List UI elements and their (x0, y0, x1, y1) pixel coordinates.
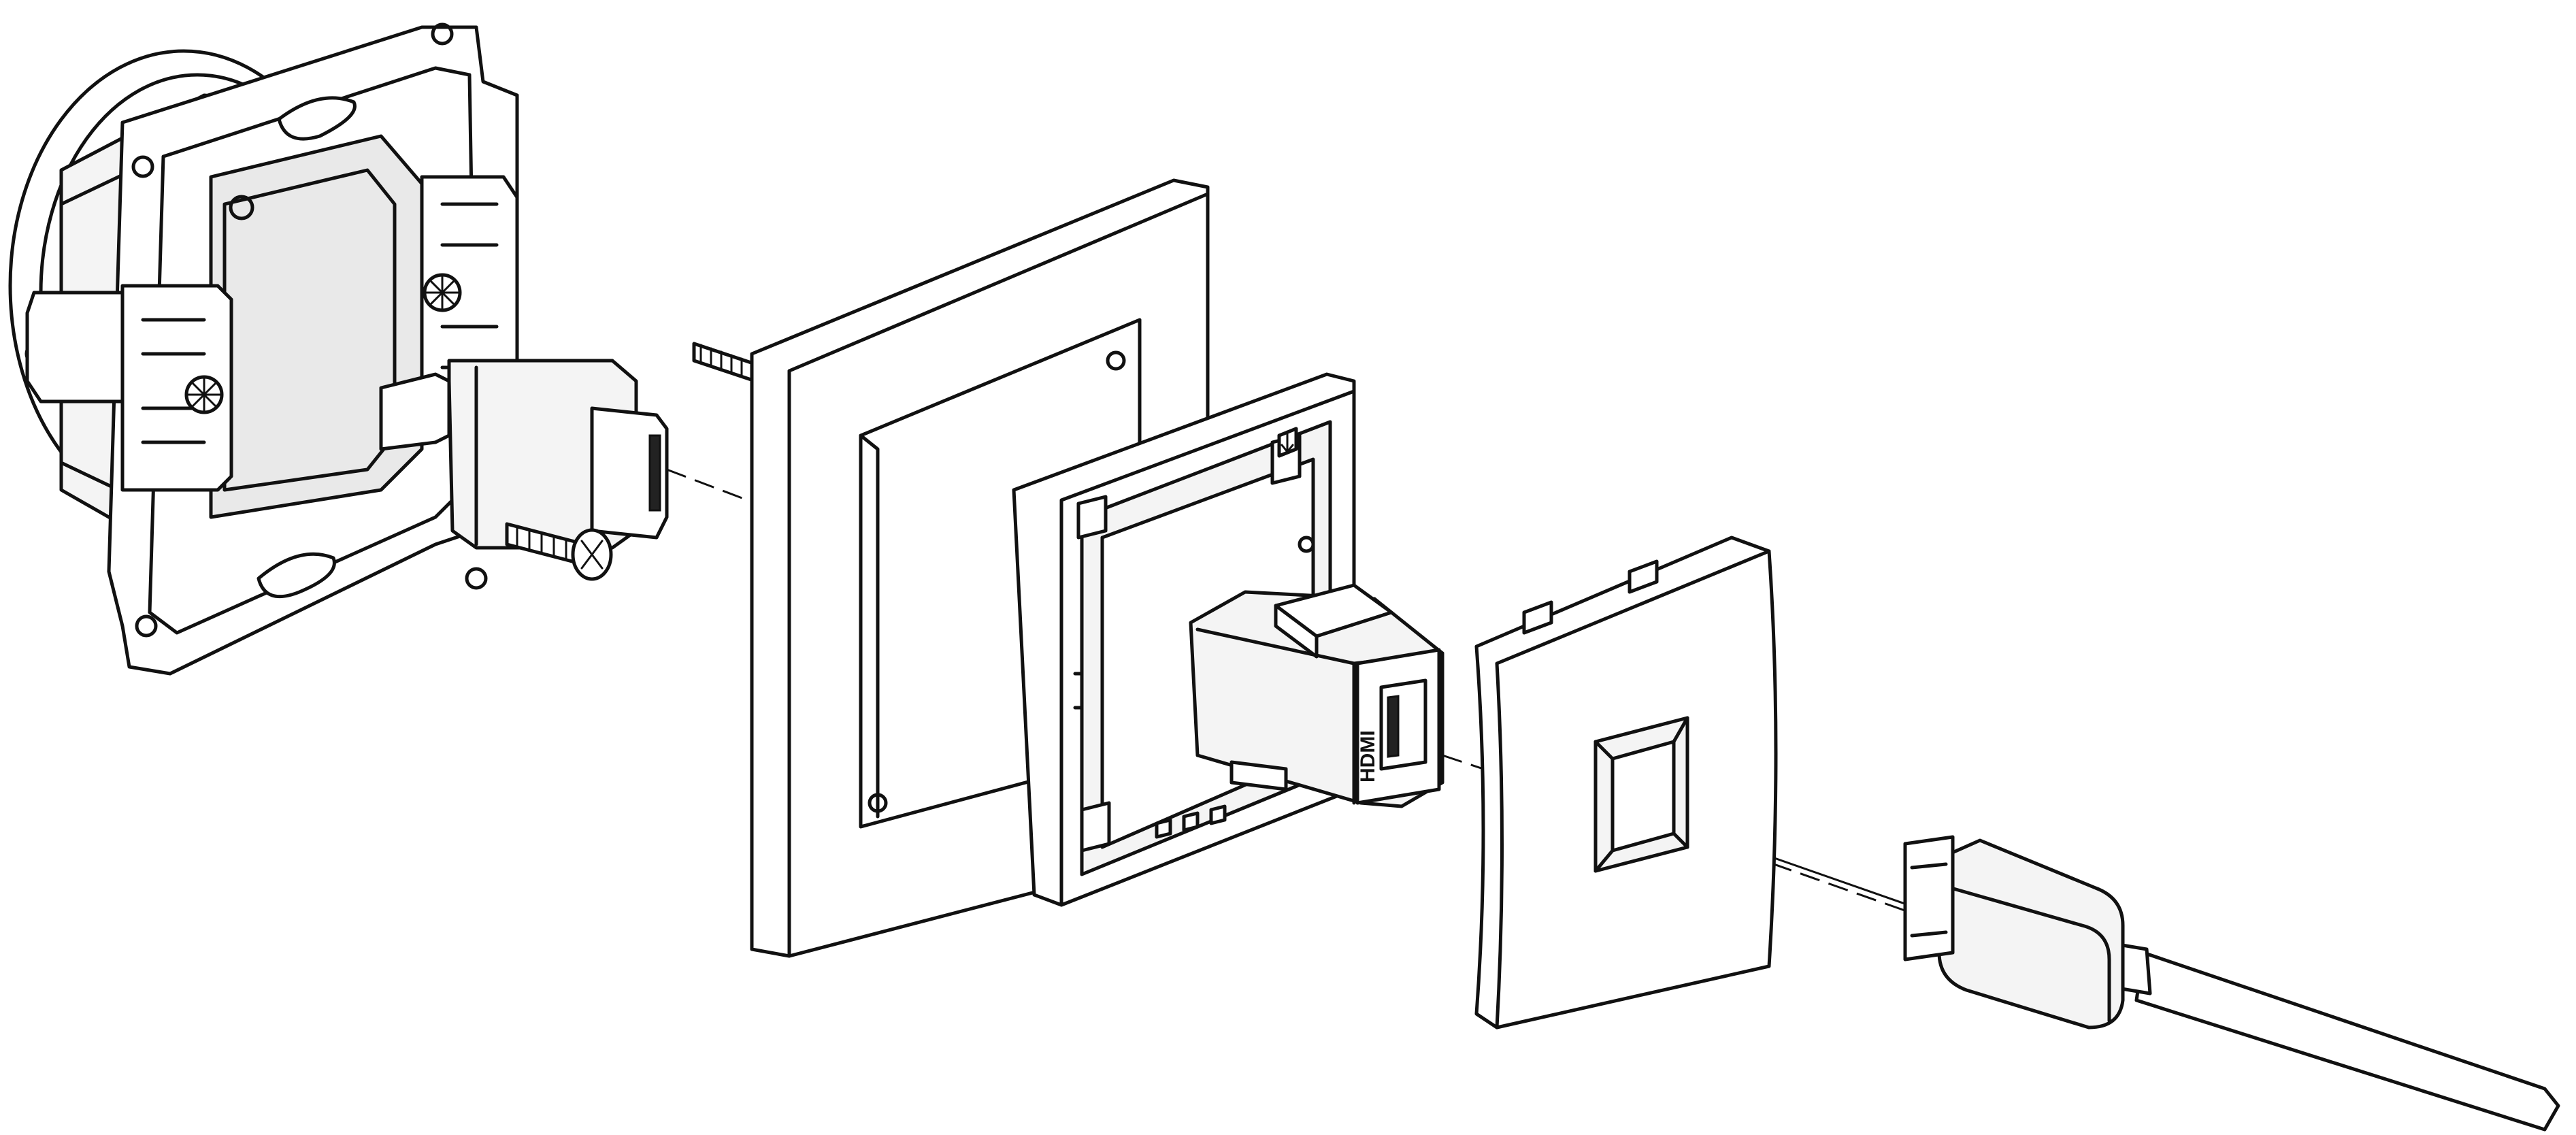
intermediate-frame-tabs (1155, 804, 1227, 839)
plug-cable (1903, 835, 2560, 1132)
intermediate-clip-top-left (1076, 495, 1108, 540)
coupler-module: HDMI (1189, 583, 1444, 808)
axis-line-solid (1771, 856, 1910, 906)
plug-head-grooves (1910, 862, 1948, 938)
plug-body-edge (1937, 883, 2111, 1023)
coupler-latch-front (1274, 604, 1319, 659)
plate-slot-top (277, 96, 357, 141)
screw-short-icon (505, 522, 613, 581)
plate-hole-3 (465, 567, 488, 590)
claw-housing-left (120, 284, 233, 492)
coupler-latch-bottom (1229, 760, 1288, 791)
terminal-screw-left-icon (184, 375, 224, 414)
cover-frame-opening-edge (859, 433, 880, 819)
side-claw-left (25, 291, 138, 404)
intermediate-frame-notches (1073, 672, 1084, 710)
plate-hole-1 (131, 155, 154, 178)
cover-plate-opening-inner (1611, 740, 1676, 853)
cover-plate-hooks (1522, 559, 1659, 635)
socket-collar (379, 372, 451, 451)
cover-frame-stud-top (1106, 350, 1126, 371)
cable (2134, 951, 2560, 1132)
intermediate-clip-bottom-left (1080, 801, 1111, 853)
axis-line-upper-left (666, 468, 766, 508)
intermediate-frame-pin (1298, 536, 1315, 553)
cover-frame-stud-left (868, 793, 888, 813)
socket-connector-body (447, 359, 638, 550)
terminal-screw-right-icon (423, 273, 462, 312)
coupler-port-slot (1387, 695, 1400, 758)
screw-long-icon (692, 342, 757, 383)
plug-body (1917, 838, 2125, 1030)
coupler-marking: HDMI (1357, 730, 1379, 783)
axis-line-upper-far (1442, 754, 1484, 770)
claw-ribs-left (141, 318, 206, 444)
cover-plate-bevel (1495, 549, 1771, 1030)
socket-cavity (209, 134, 424, 519)
cover-plate (1474, 536, 1778, 1030)
plate-rivet (229, 195, 254, 220)
plate-hole-2 (135, 614, 158, 638)
intermediate-frame-bevel (1059, 389, 1356, 907)
fixing-screws (505, 342, 757, 581)
claw-ribs-right (440, 202, 499, 369)
plate-hole-4 (431, 22, 454, 46)
plug-head (1903, 835, 1955, 961)
mounting-frame-with-socket (8, 22, 669, 676)
cover-plate-opening-edges (1594, 716, 1689, 873)
plate-slot-bottom (257, 552, 336, 599)
cover-frame-bevel (787, 192, 1210, 958)
arrow-down-icon (1281, 430, 1294, 453)
socket-port-slot (648, 434, 661, 512)
